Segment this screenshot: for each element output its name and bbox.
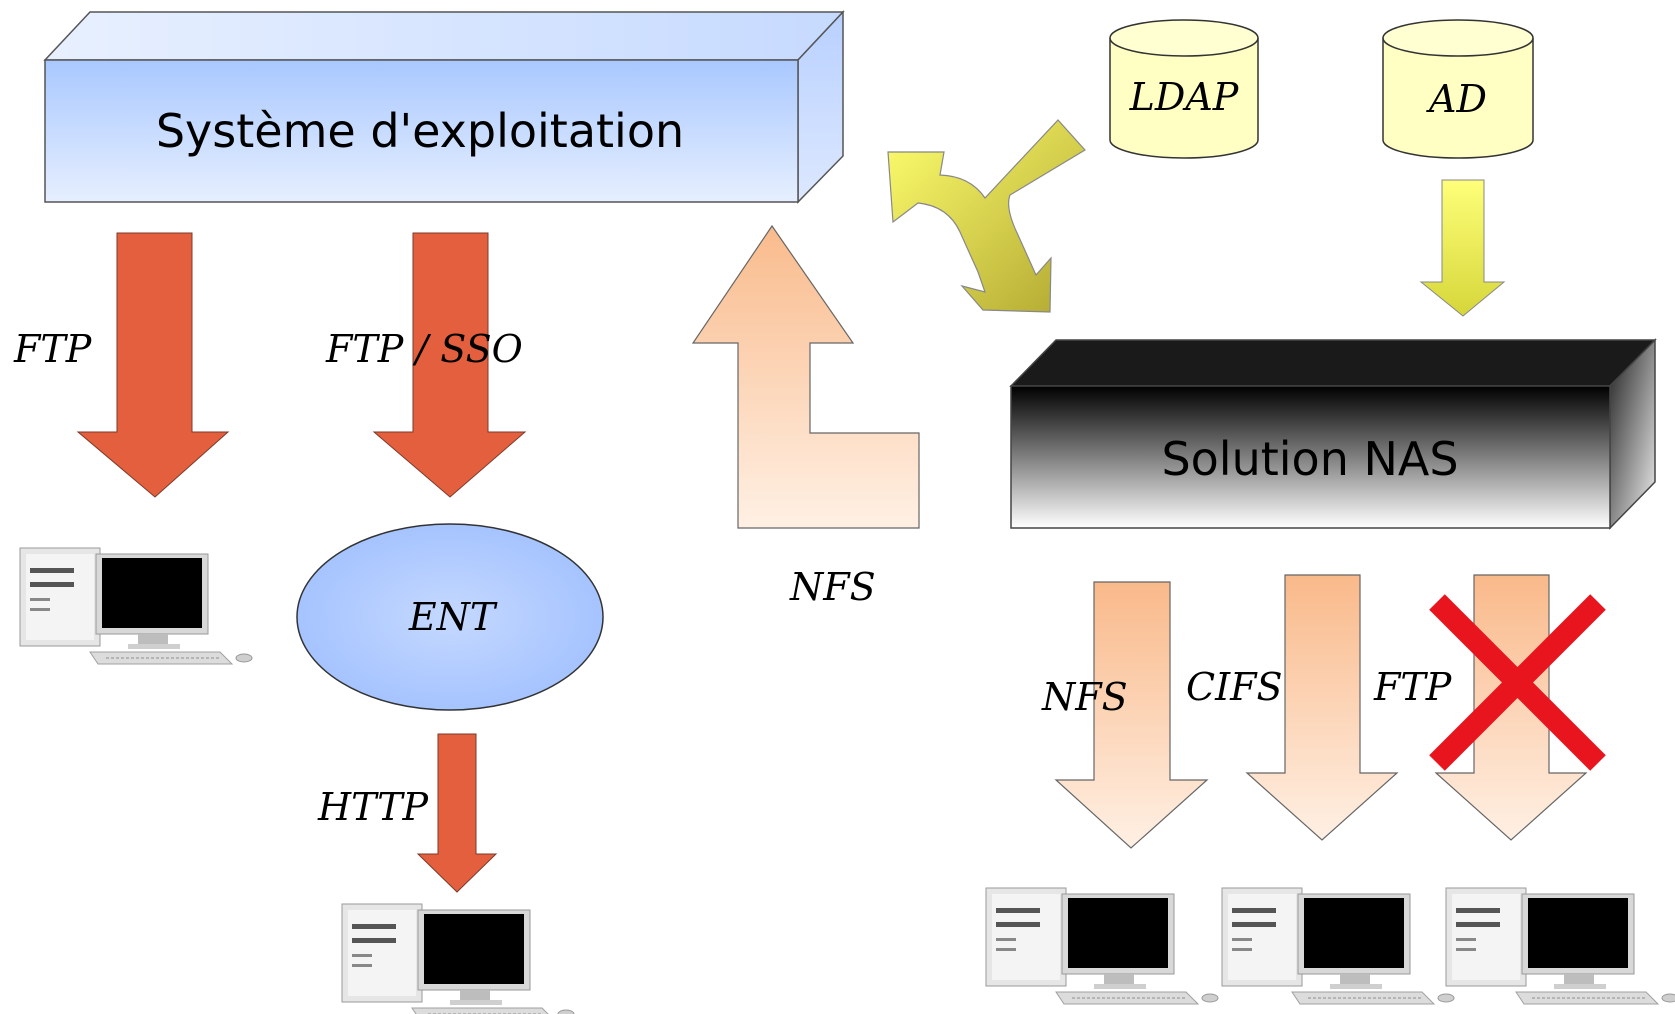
ldap-database: LDAP [1109,19,1259,159]
ent-node: ENT [296,523,604,711]
desktop-computer-icon [1445,887,1675,1005]
ldap-label: LDAP [1129,75,1240,119]
ftp-sso-label: FTP / SSO [325,327,523,371]
desktop-computer-icon [1221,887,1455,1005]
nas-box-label: Solution NAS [1161,432,1458,486]
disabled-cross-icon [1429,594,1606,771]
nfs-up-arrow [691,224,920,529]
ad-database: AD [1382,19,1534,159]
ad-label: AD [1426,77,1487,121]
nas-nfs-label: NFS [1041,675,1128,719]
ftp-arrow-left [76,232,230,498]
desktop-computer-icon [341,903,575,1014]
nas-ftp-label: FTP [1373,665,1453,709]
nfs-up-label: NFS [789,565,876,609]
ad-arrow [1419,179,1506,317]
ftp-sso-arrow [372,232,527,498]
ftp-label-left: FTP [13,327,93,371]
ent-label: ENT [408,595,498,639]
ldap-split-arrow [887,119,1086,313]
desktop-computer-icon [985,887,1219,1005]
nas-cifs-label: CIFS [1186,665,1282,709]
os-box-label: Système d'exploitation [156,104,684,158]
nas-box: Solution NAS [1009,338,1657,530]
http-arrow [416,733,498,893]
desktop-computer-icon [19,547,253,665]
http-label: HTTP [317,785,430,829]
nas-nfs-arrow [1054,581,1209,849]
nas-cifs-arrow [1245,574,1399,841]
os-box: Système d'exploitation [43,10,845,204]
